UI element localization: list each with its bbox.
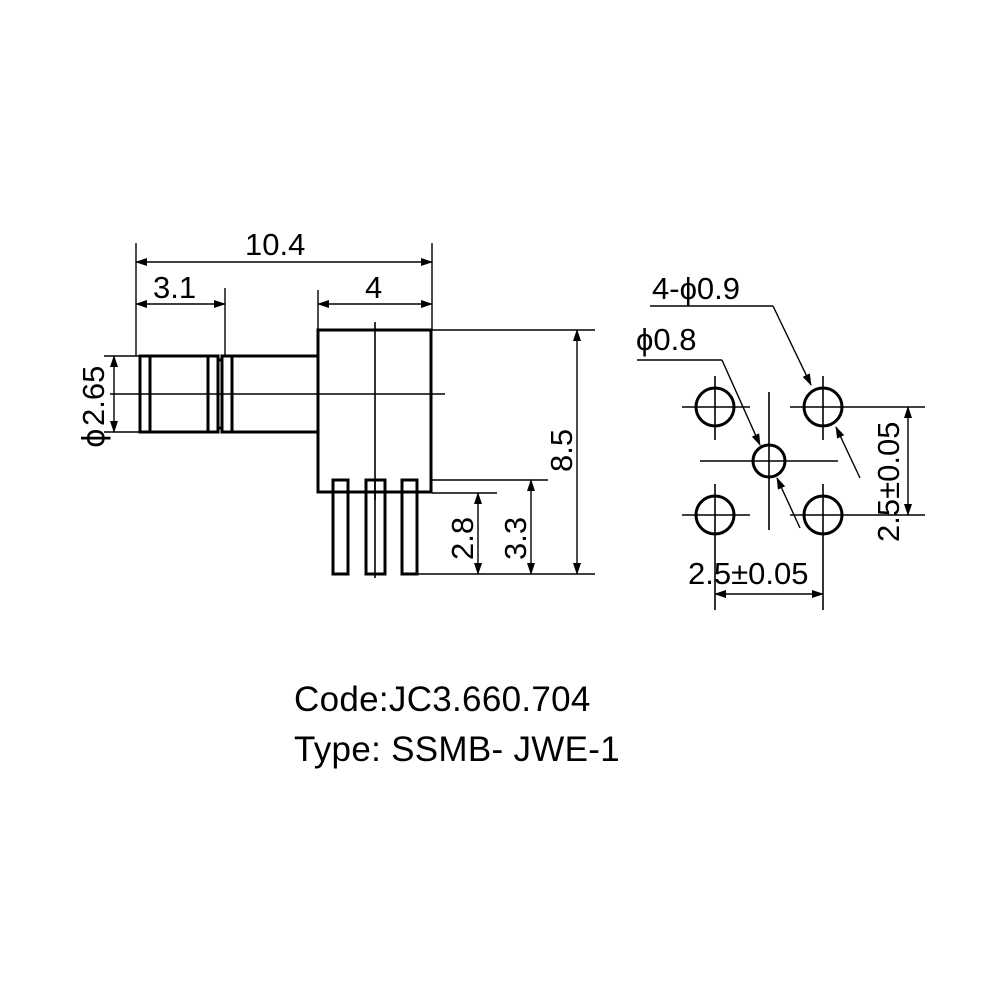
leader-outer-holes: 4-ϕ0.9 xyxy=(650,271,861,479)
part-type: Type: SSMB- JWE-1 xyxy=(294,730,620,769)
pins xyxy=(331,478,419,578)
side-view: 10.4 3.1 4 ϕ 2.65 xyxy=(76,227,595,578)
diameter-symbol: ϕ xyxy=(77,428,112,448)
pcb-footprint: 2.5±0.05 2.5±0.05 4-ϕ0.9 ϕ0.8 xyxy=(636,271,925,610)
dim-body-width-label: 4 xyxy=(365,270,382,305)
dim-horizontal-pitch: 2.5±0.05 xyxy=(688,556,824,598)
footprint-centerlines xyxy=(682,376,925,610)
dim-2-8: 2.8 xyxy=(432,492,497,575)
center-hole-callout: ϕ0.8 xyxy=(636,322,696,357)
dim-phi-2-65: ϕ 2.65 xyxy=(76,355,140,448)
dim-3-1: 3.1 xyxy=(135,270,226,356)
part-code: Code:JC3.660.704 xyxy=(294,680,591,719)
dim-10-4: 10.4 xyxy=(135,227,433,356)
dim-vertical-pitch: 2.5±0.05 xyxy=(871,406,912,542)
dim-total-length-label: 10.4 xyxy=(245,227,305,262)
dim-plug-length-label: 3.1 xyxy=(153,270,196,305)
dim-3-3: 3.3 xyxy=(432,479,548,575)
dim-height-label: 8.5 xyxy=(544,429,579,472)
leader-center-hole: ϕ0.8 xyxy=(636,322,801,529)
pitch-vertical-label: 2.5±0.05 xyxy=(871,422,906,542)
dim-pin-length-outer-label: 3.3 xyxy=(498,517,533,560)
dim-4: 4 xyxy=(317,270,433,330)
outer-holes-callout: 4-ϕ0.9 xyxy=(652,271,740,306)
dim-pin-length-inner-label: 2.8 xyxy=(445,517,480,560)
dim-8-5: 8.5 xyxy=(417,329,595,575)
pitch-horizontal-label: 2.5±0.05 xyxy=(688,556,808,591)
dim-plug-diameter-label: 2.65 xyxy=(76,366,111,426)
